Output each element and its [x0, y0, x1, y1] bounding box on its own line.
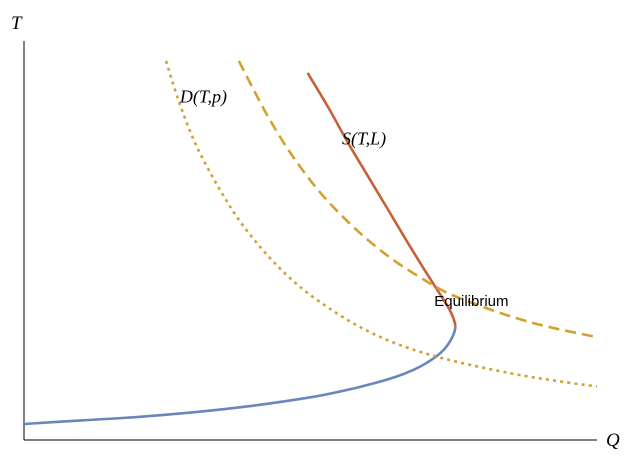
- equilibrium-annotation: Equilibrium: [434, 293, 508, 310]
- series-layer: [23, 60, 598, 426]
- series-supply-upper: [306, 72, 457, 327]
- x-axis-label: Q: [606, 430, 620, 451]
- series-demand-dashed: [237, 60, 598, 339]
- series-demand-dotted: [164, 60, 598, 388]
- y-axis-label: T: [11, 13, 23, 34]
- series-supply-lower: [23, 326, 457, 426]
- supply-curve-label: S(T,L): [342, 129, 386, 150]
- demand-curve-label: D(T,p): [179, 86, 227, 107]
